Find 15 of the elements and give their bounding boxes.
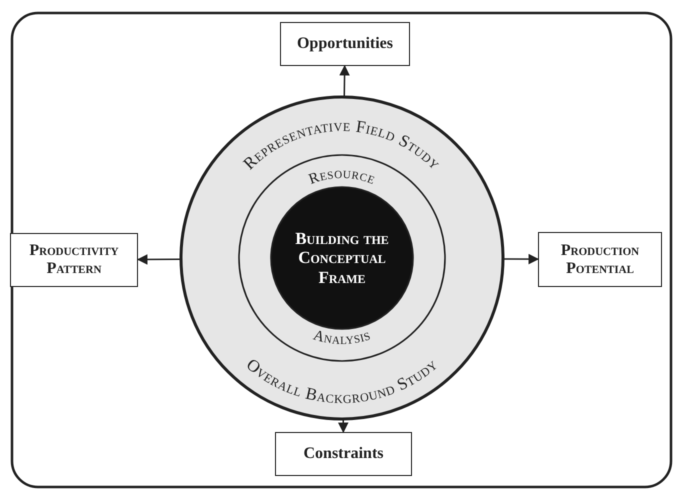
box-label: Productivity Pattern	[28, 242, 120, 278]
text-box	[280, 22, 410, 66]
arrow	[339, 64, 350, 96]
text-box	[275, 432, 412, 476]
ring-label: Analysis	[311, 327, 373, 348]
arrow	[338, 420, 348, 434]
box-label: Opportunities	[296, 35, 393, 53]
text-box	[538, 232, 662, 287]
core-label: Building the Conceptual Frame	[294, 228, 390, 288]
box-label: Constraints	[303, 445, 384, 463]
arrow	[136, 254, 180, 265]
box-label: Production Potential	[560, 242, 640, 278]
ring-label: Resource	[306, 166, 378, 188]
arrow	[504, 254, 540, 264]
text-box	[10, 233, 138, 287]
